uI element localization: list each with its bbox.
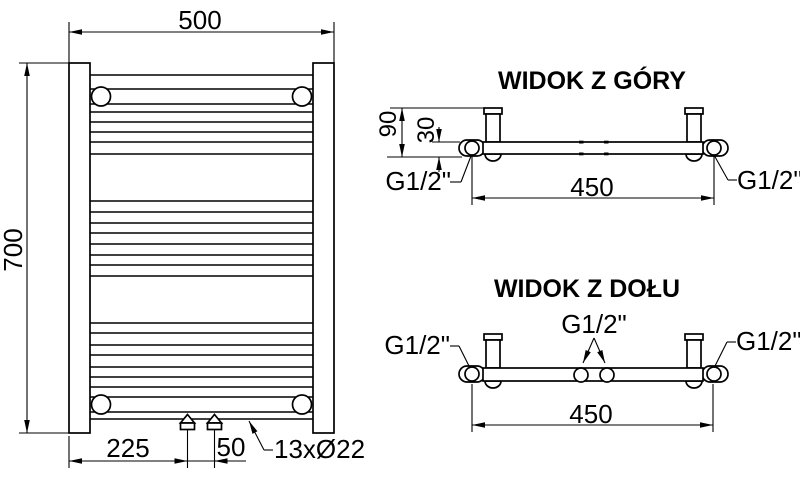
dim-wall-offset-30: 30 xyxy=(413,117,460,172)
mounting-bracket-circle xyxy=(291,86,313,107)
dim-bottom-225-50: 225 50 xyxy=(68,432,246,468)
radiator-rungs xyxy=(90,74,313,420)
dim-label-500: 500 xyxy=(178,5,221,35)
dim-label-50: 50 xyxy=(217,432,246,462)
valve-connector-left xyxy=(178,413,197,468)
dim-width-500: 500 xyxy=(68,5,335,63)
connection-port-center xyxy=(573,367,589,383)
dim-span-450-top: 450 xyxy=(471,156,715,205)
thread-label: G1/2" xyxy=(561,309,627,339)
tube-count-label: 13xØ22 xyxy=(274,434,365,464)
center-port-tick xyxy=(604,152,609,156)
bracket-foot xyxy=(685,153,703,162)
front-view: 500 700 225 50 13xØ22 xyxy=(0,5,365,468)
thread-callout-top-left: G1/2" xyxy=(385,155,472,196)
dim-label-450: 450 xyxy=(569,399,612,429)
dim-height-700: 700 xyxy=(0,62,69,434)
mounting-bracket-circle xyxy=(291,394,313,415)
thread-label: G1/2" xyxy=(384,330,450,360)
thread-label: G1/2" xyxy=(736,326,800,356)
dim-depth-90: 90 xyxy=(375,107,484,158)
bracket-foot xyxy=(484,380,502,389)
bracket-foot xyxy=(685,380,703,389)
dim-label-90: 90 xyxy=(375,111,402,138)
top-view: WIDOK Z GÓRY 90 xyxy=(375,65,800,205)
thread-callout-bottom-left: G1/2" xyxy=(384,330,471,369)
left-rail xyxy=(68,62,91,434)
mounting-bracket-circle xyxy=(90,86,112,107)
center-port-tick xyxy=(604,140,609,144)
dim-label-225: 225 xyxy=(106,433,149,463)
thread-label: G1/2" xyxy=(737,165,800,195)
tube-profile xyxy=(482,141,704,155)
wall-bracket-left xyxy=(483,333,503,369)
dim-label-30: 30 xyxy=(413,117,440,144)
connection-port-left xyxy=(464,140,480,156)
bracket-foot xyxy=(484,153,502,162)
dim-label-700: 700 xyxy=(0,228,28,271)
wall-bracket-left xyxy=(483,107,503,143)
wall-bracket-right xyxy=(684,333,704,369)
bottom-view-title: WIDOK Z DOŁU xyxy=(494,275,680,303)
center-port-tick xyxy=(579,152,584,156)
thread-callout-top-right: G1/2" xyxy=(713,154,800,195)
dim-span-450-bottom: 450 xyxy=(471,384,714,432)
connection-port-right xyxy=(706,140,722,156)
connection-port-center xyxy=(599,367,615,383)
top-view-title: WIDOK Z GÓRY xyxy=(498,65,686,95)
tube-profile xyxy=(482,367,704,382)
bottom-view: WIDOK Z DOŁU G1/2" xyxy=(384,275,800,432)
dim-label-450: 450 xyxy=(570,172,613,202)
mounting-bracket-circle xyxy=(90,394,112,415)
wall-bracket-right xyxy=(684,107,704,143)
center-port-tick xyxy=(579,140,584,144)
tube-count-callout: 13xØ22 xyxy=(248,420,365,464)
thread-callout-bottom-center: G1/2" xyxy=(561,309,627,364)
right-rail xyxy=(312,62,335,434)
connection-port-left xyxy=(464,366,480,382)
thread-label: G1/2" xyxy=(385,166,451,196)
thread-callout-bottom-right: G1/2" xyxy=(714,326,800,367)
connection-port-right xyxy=(706,366,722,382)
